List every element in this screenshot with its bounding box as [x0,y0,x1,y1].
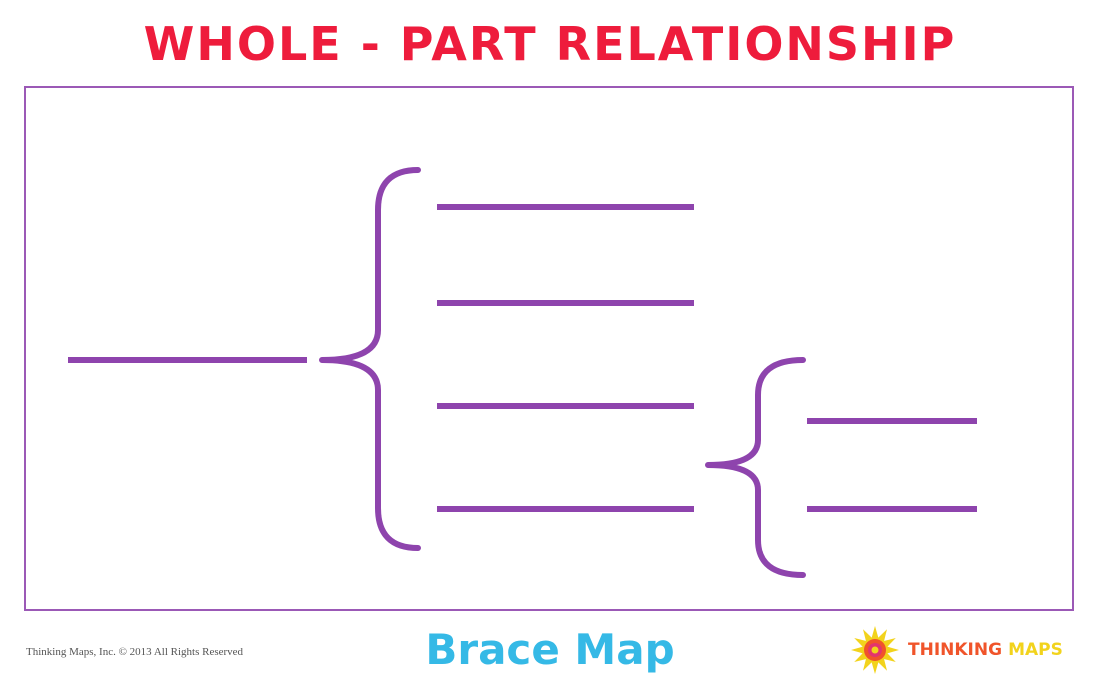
page-title: WHOLE - PART RELATIONSHIP [143,17,957,71]
sub-brace [705,357,806,578]
sunburst-logo-icon [851,626,899,674]
diagram-frame [24,86,1074,611]
main-brace [319,167,421,551]
brand-word-maps: MAPS [1008,640,1063,660]
map-type-label: Brace Map [425,625,675,674]
copyright-notice: Thinking Maps, Inc. © 2013 All Rights Re… [26,646,244,658]
brand-word-thinking: THINKING [908,640,1003,660]
